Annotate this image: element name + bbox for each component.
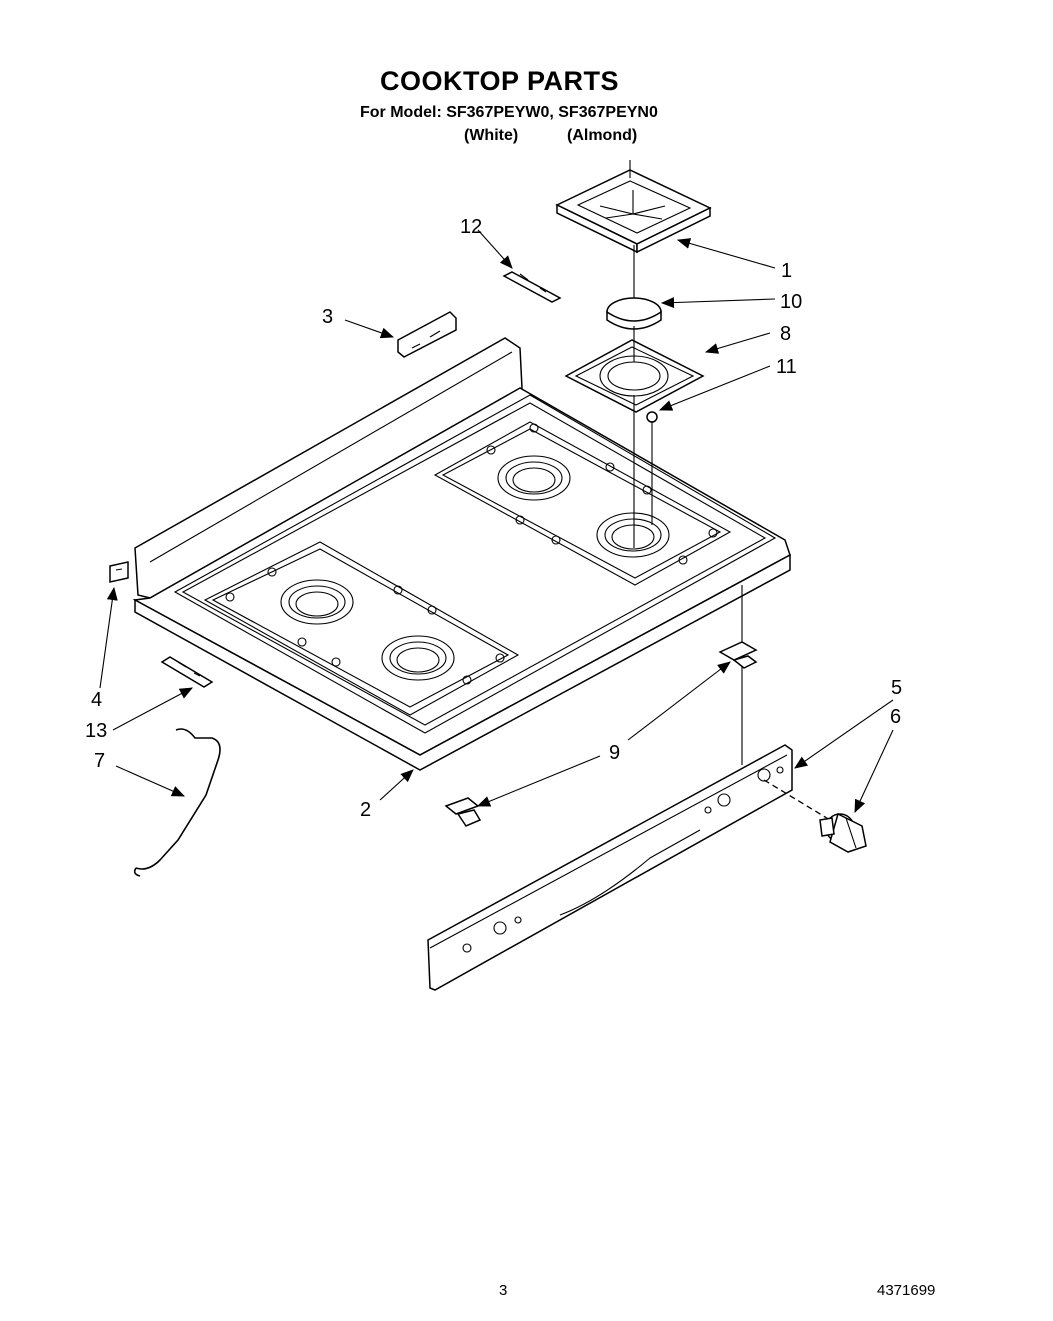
burner-trim-ring	[564, 339, 705, 413]
callout-3: 3	[322, 306, 333, 328]
burner-opening-right-rear	[497, 455, 571, 501]
callout-leaders	[99, 229, 894, 813]
page-number: 3	[499, 1282, 508, 1299]
callout-13: 13	[85, 720, 107, 742]
bracket-12	[502, 271, 562, 303]
clip-9-left	[444, 797, 482, 827]
cooktop-body	[132, 337, 791, 771]
callout-2: 2	[360, 799, 371, 821]
burner-cap	[606, 297, 662, 330]
burner-opening-left-front	[381, 635, 455, 681]
callout-1: 1	[781, 260, 792, 282]
callout-11: 11	[776, 356, 797, 378]
variant-white: (White)	[464, 127, 519, 144]
control-panel	[427, 744, 793, 991]
screw	[646, 411, 658, 432]
callout-12: 12	[460, 216, 482, 238]
callout-10: 10	[780, 291, 802, 313]
burner-opening-right-front	[596, 512, 670, 558]
burner-grate	[555, 160, 712, 254]
variant-almond: (Almond)	[567, 127, 638, 144]
callout-7: 7	[94, 750, 105, 772]
callout-9: 9	[609, 742, 620, 764]
callout-5: 5	[891, 677, 902, 699]
control-knob	[763, 779, 867, 853]
callout-4: 4	[91, 689, 102, 711]
page-title: COOKTOP PARTS	[380, 66, 620, 96]
document-number: 4371699	[877, 1282, 936, 1299]
bracket-13	[160, 656, 214, 688]
clip-9-right	[718, 641, 758, 669]
bracket-4	[109, 561, 129, 583]
burner-opening-left-rear	[280, 579, 354, 625]
callout-8: 8	[780, 323, 791, 345]
wire-spring	[133, 728, 221, 877]
callout-6: 6	[890, 706, 901, 728]
bracket-3	[397, 311, 457, 358]
model-line: For Model: SF367PEYW0, SF367PEYN0	[360, 104, 658, 121]
